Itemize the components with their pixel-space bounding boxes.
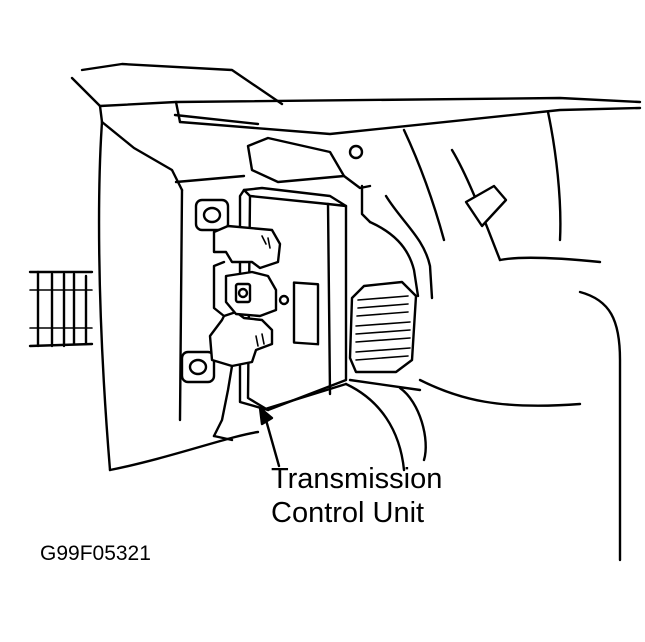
- mounting-tab-upper: [194, 198, 230, 232]
- kick-panel: [97, 120, 260, 472]
- mounting-tab-lower: [180, 350, 216, 384]
- steering-column: [28, 270, 94, 348]
- callout-label-line2: Control Unit: [271, 497, 425, 529]
- callout-arrow: [258, 406, 281, 468]
- brake-pedal: [348, 194, 434, 374]
- center-console: [344, 110, 622, 562]
- figure-code: G99F05321: [40, 542, 151, 565]
- upper-bracket: [246, 136, 372, 224]
- dashboard-trim: [70, 62, 642, 136]
- callout-label-line1: Transmission: [271, 463, 443, 495]
- harness-connector: [208, 224, 282, 442]
